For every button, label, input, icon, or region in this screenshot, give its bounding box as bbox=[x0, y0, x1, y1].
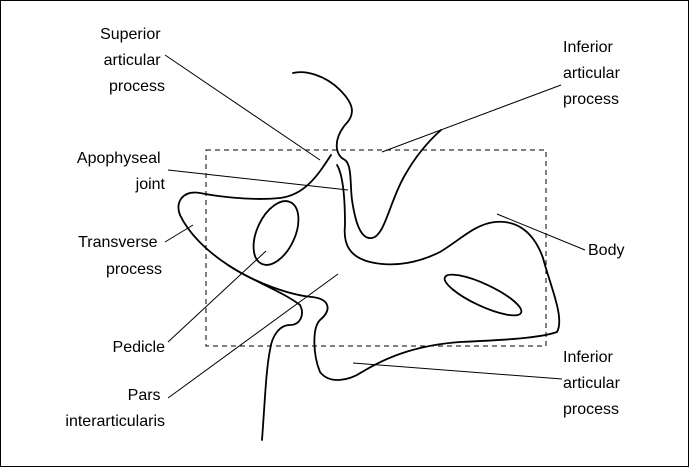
label-superior-articular-process: Superior articular process bbox=[100, 26, 165, 95]
label-transverse-process: Transverse process bbox=[78, 234, 162, 278]
leader-transverse bbox=[165, 225, 193, 242]
leader-superior-articular bbox=[165, 55, 320, 160]
leader-inferior-articular-top bbox=[382, 85, 561, 152]
leader-body bbox=[497, 214, 585, 250]
pedicle-shape bbox=[244, 194, 307, 272]
label-pars-interarticularis: Pars interarticularis bbox=[65, 387, 165, 430]
label-apophyseal-joint: Apophyseal joint bbox=[77, 150, 166, 193]
leader-pars bbox=[168, 274, 338, 398]
leader-pedicle bbox=[168, 251, 266, 342]
body-inner-shape bbox=[440, 267, 525, 322]
label-pedicle: Pedicle bbox=[113, 339, 166, 356]
label-inferior-articular-process-bottom: Inferior articular process bbox=[563, 349, 624, 418]
leader-apophyseal bbox=[168, 170, 348, 190]
vertebra-outline-lower-left bbox=[228, 265, 302, 440]
leader-inferior-articular-bottom bbox=[353, 363, 562, 379]
label-inferior-articular-process-top: Inferior articular process bbox=[563, 39, 624, 108]
vertebra-outline-upper bbox=[293, 72, 441, 238]
label-body: Body bbox=[588, 242, 624, 259]
